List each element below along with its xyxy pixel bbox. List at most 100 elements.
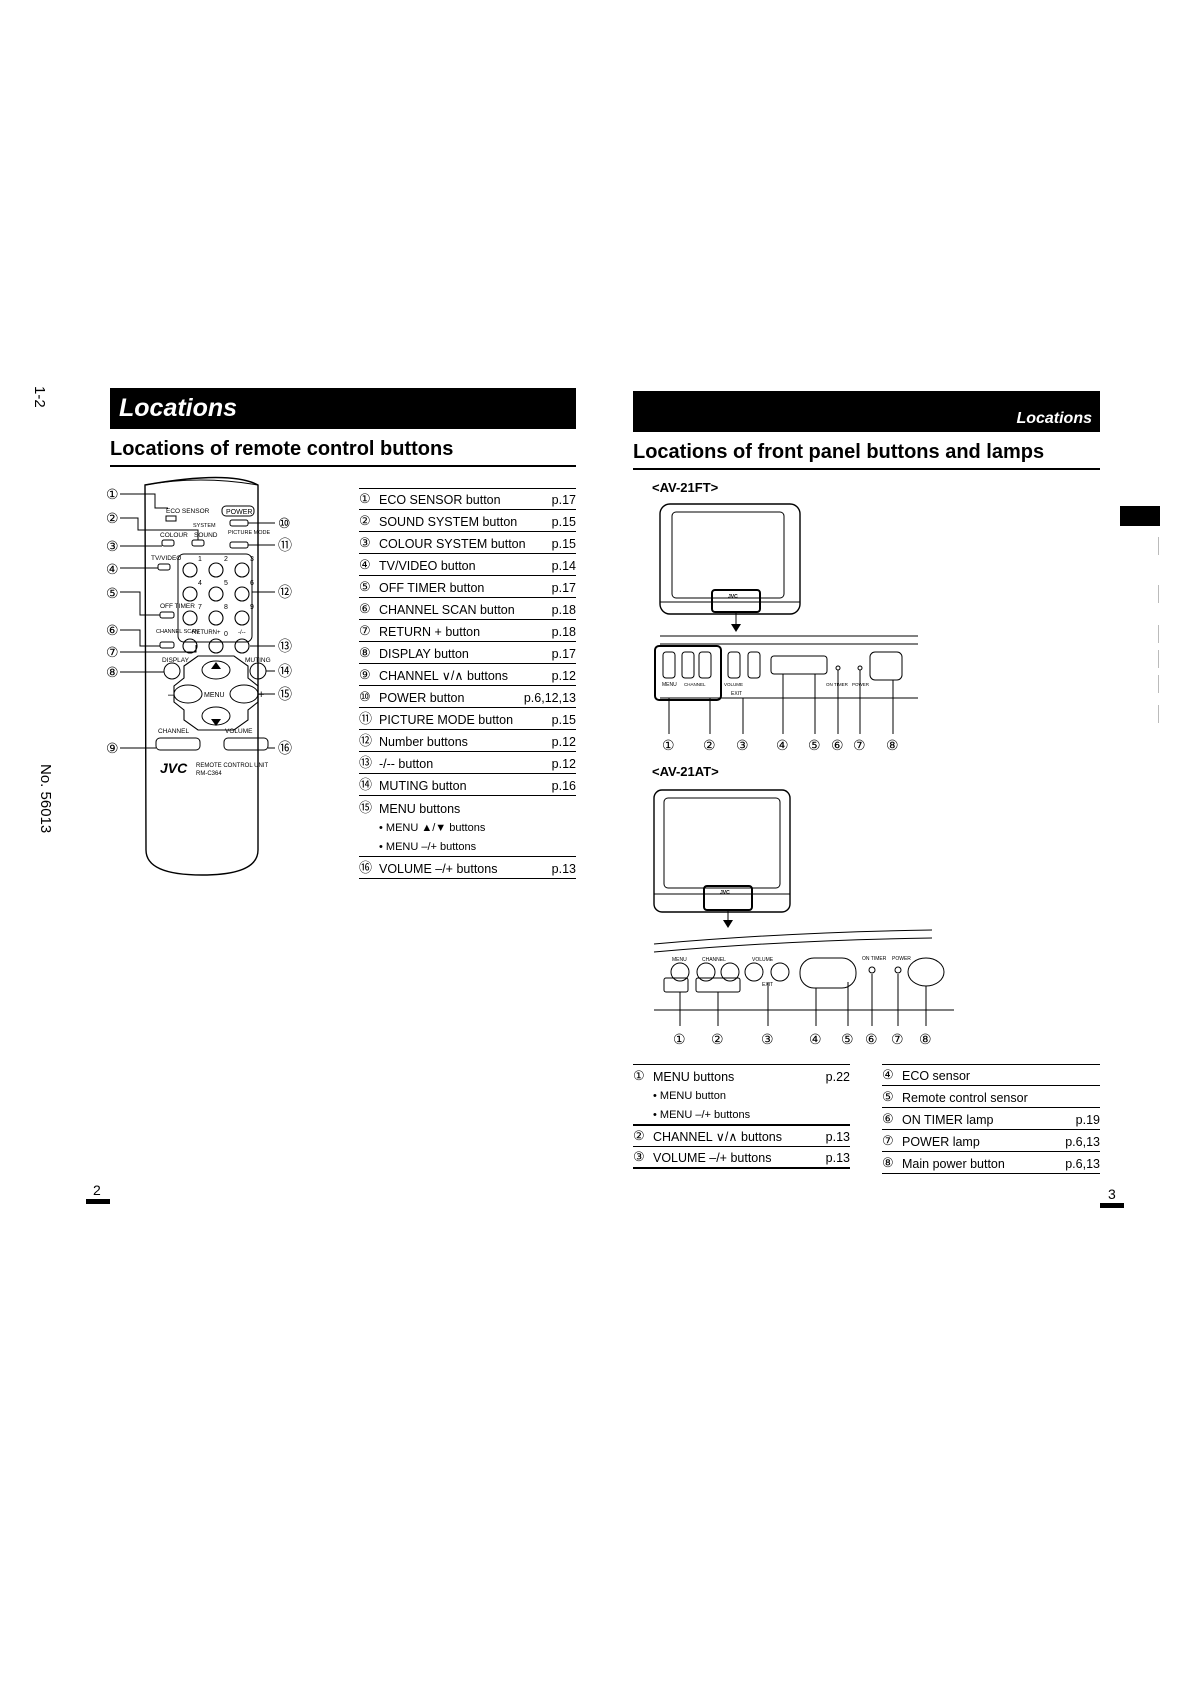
row-label: ON TIMER lamp bbox=[902, 1113, 994, 1127]
remote-callout-8: ⑧ bbox=[106, 664, 119, 680]
remote-system-text: SYSTEM bbox=[193, 523, 216, 529]
remote-colour-text: COLOUR bbox=[160, 532, 188, 539]
row-page: p.15 bbox=[551, 515, 576, 529]
remote-brand-text: JVC bbox=[160, 760, 188, 776]
remote-channel-scan-text: CHANNEL SCAN bbox=[156, 629, 199, 635]
remote-digit-4: 4 bbox=[198, 580, 202, 587]
remote-digit-5: 5 bbox=[224, 580, 228, 587]
margin-tick bbox=[1158, 650, 1159, 668]
row-label: POWER lamp bbox=[902, 1135, 980, 1149]
av21ft-volume-text: VOLUME bbox=[724, 682, 743, 687]
sub-item: • MENU –/+ buttons bbox=[359, 837, 576, 857]
table-row: ⑧ DISPLAY button p.17 bbox=[359, 642, 576, 664]
row-num: ③ bbox=[359, 535, 371, 550]
remote-dash-text: -/-- bbox=[238, 630, 246, 636]
row-label: MUTING button bbox=[379, 779, 467, 793]
remote-tv-video-text: TV/VIDEO bbox=[151, 555, 181, 562]
svg-text:+: + bbox=[258, 689, 264, 701]
row-label: POWER button bbox=[379, 691, 465, 705]
row-num: ② bbox=[359, 513, 371, 528]
remote-eco-sensor-text: ECO SENSOR bbox=[166, 508, 210, 515]
remote-callout-9: ⑨ bbox=[106, 740, 119, 756]
section-code: 1-2 bbox=[31, 386, 48, 408]
right-page-number: 3 bbox=[1108, 1186, 1116, 1202]
row-label: CHANNEL SCAN button bbox=[379, 603, 515, 617]
av21ft-callout-1: ① bbox=[662, 737, 675, 753]
row-num: ⑦ bbox=[882, 1133, 894, 1148]
margin-tick bbox=[1158, 537, 1159, 555]
row-num: ① bbox=[633, 1068, 645, 1083]
remote-digit-7: 7 bbox=[198, 604, 202, 611]
row-label: DISPLAY button bbox=[379, 647, 469, 661]
row-label: -/-- button bbox=[379, 757, 434, 771]
row-page: p.17 bbox=[551, 581, 576, 595]
table-row: ② SOUND SYSTEM button p.15 bbox=[359, 510, 576, 532]
table-row: ⑮ MENU buttons bbox=[359, 796, 576, 818]
row-page: p.18 bbox=[551, 603, 576, 617]
row-label: PICTURE MODE button bbox=[379, 713, 514, 727]
left-section-title: Locations of remote control buttons bbox=[110, 438, 454, 460]
remote-muting-text: MUTING bbox=[245, 657, 271, 664]
remote-model-text: RM-C364 bbox=[196, 771, 222, 777]
row-page: p.12 bbox=[551, 757, 576, 771]
row-page: p.15 bbox=[551, 713, 576, 727]
right-banner: Locations bbox=[633, 391, 1100, 432]
section-tab bbox=[1120, 506, 1160, 526]
table-row: ① MENU buttons p.22 bbox=[633, 1064, 850, 1086]
row-num: ⑧ bbox=[359, 645, 371, 660]
remote-unit-name-text: REMOTE CONTROL UNIT bbox=[196, 763, 268, 769]
row-label: RETURN + button bbox=[379, 625, 481, 639]
left-banner: Locations bbox=[110, 388, 576, 429]
remote-digit-8: 8 bbox=[224, 604, 228, 611]
row-page: p.17 bbox=[551, 647, 576, 661]
right-section-title: Locations of front panel buttons and lam… bbox=[633, 441, 1045, 463]
av21ft-callout-2: ② bbox=[703, 737, 716, 753]
row-label: OFF TIMER button bbox=[379, 581, 485, 595]
av21ft-power-text: POWER bbox=[852, 682, 870, 687]
av21at-channel-text: CHANNEL bbox=[702, 957, 726, 963]
remote-picture-mode-text: PICTURE MODE bbox=[228, 530, 271, 536]
av21ft-callout-6: ⑥ bbox=[831, 737, 844, 753]
row-num: ⑤ bbox=[359, 579, 371, 594]
remote-return-text: RETURN+ bbox=[192, 630, 221, 636]
remote-callout-2: ② bbox=[106, 510, 119, 526]
margin-tick bbox=[1158, 625, 1159, 643]
row-num: ⑫ bbox=[359, 733, 373, 748]
av21at-callout-7: ⑦ bbox=[891, 1031, 904, 1047]
remote-digit-6: 6 bbox=[250, 580, 254, 587]
row-num: ④ bbox=[359, 557, 371, 572]
row-num: ⑪ bbox=[359, 711, 373, 726]
remote-callout-5: ⑤ bbox=[106, 585, 119, 601]
svg-text:–: – bbox=[168, 689, 175, 701]
av21at-callout-8: ⑧ bbox=[919, 1031, 932, 1047]
remote-display-text: DISPLAY bbox=[162, 657, 190, 664]
av21at-callout-6: ⑥ bbox=[865, 1031, 878, 1047]
av21ft-exit-text: EXIT bbox=[731, 691, 742, 697]
row-num: ⑬ bbox=[359, 755, 373, 770]
row-page: p.12 bbox=[551, 735, 576, 749]
av21ft-callout-4: ④ bbox=[776, 737, 789, 753]
model-av21at-label: <AV-21AT> bbox=[652, 764, 719, 779]
remote-off-timer-text: OFF TIMER bbox=[160, 603, 195, 610]
remote-callout-13: ⑬ bbox=[278, 638, 292, 654]
row-label: SOUND SYSTEM button bbox=[379, 515, 518, 529]
remote-control-illustration: ECO SENSOR SYSTEM COLOUR SOUND POWER PIC… bbox=[106, 476, 292, 876]
remote-digit-9: 9 bbox=[250, 604, 254, 611]
table-row: ② CHANNEL ∨/∧ buttons p.13 bbox=[633, 1125, 850, 1147]
model-av21ft-label: <AV-21FT> bbox=[652, 480, 719, 495]
row-num: ⑦ bbox=[359, 623, 371, 638]
av21ft-on-timer-text: ON TIMER bbox=[826, 682, 849, 687]
row-page: p.6,13 bbox=[1065, 1157, 1100, 1171]
row-label: ECO SENSOR button bbox=[379, 493, 501, 507]
row-num: ⑭ bbox=[359, 777, 373, 792]
margin-tick bbox=[1158, 585, 1159, 603]
row-page: p.22 bbox=[825, 1070, 850, 1084]
av21ft-menu-text: MENU bbox=[662, 682, 677, 688]
row-page: p.17 bbox=[551, 493, 576, 507]
row-num: ⑥ bbox=[882, 1111, 894, 1126]
right-title-rule bbox=[633, 468, 1100, 470]
